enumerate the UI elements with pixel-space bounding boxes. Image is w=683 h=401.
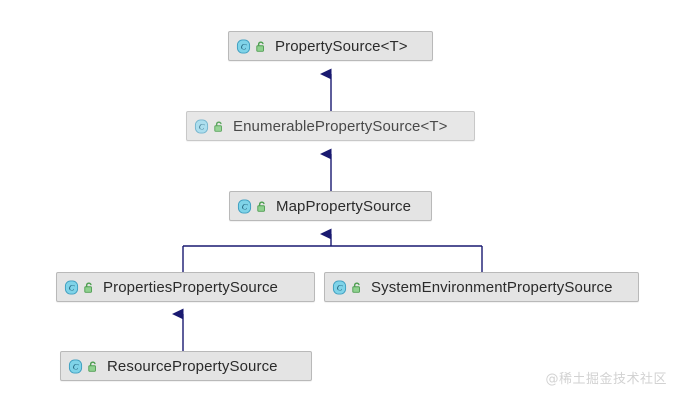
class-icon: C bbox=[64, 279, 79, 295]
class-icon: C bbox=[236, 38, 251, 54]
class-node-label: PropertiesPropertySource bbox=[103, 278, 278, 296]
class-node-resourcepropertysource[interactable]: C ResourcePropertySource bbox=[60, 351, 312, 381]
svg-text:C: C bbox=[242, 201, 248, 211]
class-node-label: SystemEnvironmentPropertySource bbox=[371, 278, 613, 296]
node-icon-group: C bbox=[236, 38, 267, 54]
class-node-propertiespropertysource[interactable]: C PropertiesPropertySource bbox=[56, 272, 315, 302]
class-icon: C bbox=[237, 198, 252, 214]
public-unlock-icon bbox=[84, 281, 92, 293]
public-unlock-icon bbox=[256, 40, 264, 52]
svg-text:C: C bbox=[241, 41, 247, 51]
public-unlock-icon bbox=[214, 120, 222, 132]
class-node-label: ResourcePropertySource bbox=[107, 357, 278, 375]
class-node-mappropertysource[interactable]: C MapPropertySource bbox=[229, 191, 432, 221]
class-icon: C bbox=[332, 279, 347, 295]
node-icon-group: C bbox=[68, 358, 99, 374]
svg-text:C: C bbox=[199, 121, 205, 131]
public-unlock-icon bbox=[88, 360, 96, 372]
edge-fork-to-mappropertysource bbox=[182, 228, 483, 272]
public-unlock-icon bbox=[257, 200, 265, 212]
class-node-systemenvironmentpropertysource[interactable]: C SystemEnvironmentPropertySource bbox=[324, 272, 639, 302]
class-node-label: PropertySource<T> bbox=[275, 37, 408, 55]
class-node-label: MapPropertySource bbox=[276, 197, 412, 215]
node-icon-group: C bbox=[64, 279, 95, 295]
svg-text:C: C bbox=[337, 282, 343, 292]
class-icon: C bbox=[68, 358, 83, 374]
class-node-propertysource[interactable]: C PropertySource<T> bbox=[228, 31, 433, 61]
node-icon-group: C bbox=[194, 118, 225, 134]
svg-text:C: C bbox=[73, 361, 79, 371]
class-node-enumerablepropertysource[interactable]: C EnumerablePropertySource<T> bbox=[186, 111, 475, 141]
node-icon-group: C bbox=[332, 279, 363, 295]
class-icon: C bbox=[194, 118, 209, 134]
svg-text:C: C bbox=[69, 282, 75, 292]
public-unlock-icon bbox=[352, 281, 360, 293]
node-icon-group: C bbox=[237, 198, 268, 214]
class-node-label: EnumerablePropertySource<T> bbox=[233, 117, 448, 135]
watermark: @稀土掘金技术社区 bbox=[545, 372, 667, 387]
